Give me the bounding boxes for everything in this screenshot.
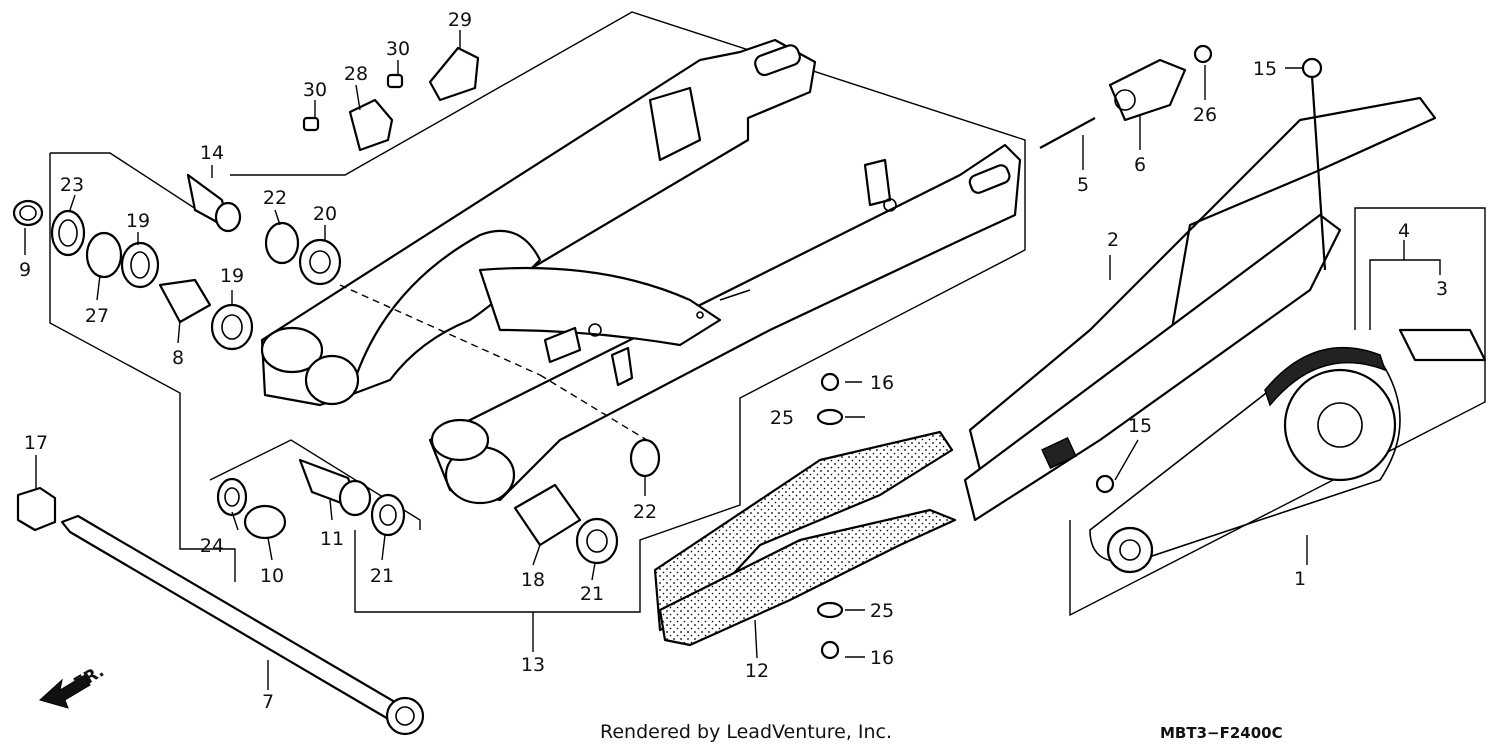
leader-lines	[24, 30, 1441, 690]
pivot-axle	[16, 486, 425, 736]
brackets	[302, 46, 480, 152]
callout-22-lower: 22	[633, 501, 657, 523]
callout-15-top: 15	[1253, 58, 1277, 80]
callout-2: 2	[1107, 229, 1119, 251]
arrow-icon	[38, 674, 91, 709]
chain-case	[963, 96, 1437, 522]
callout-14: 14	[200, 142, 224, 164]
callout-7: 7	[262, 691, 274, 713]
callout-30-right: 30	[386, 38, 410, 60]
diagram-code: MBT3−F2400C	[1160, 724, 1283, 742]
alignment-lines	[339, 284, 656, 446]
callout-22-top: 22	[263, 187, 287, 209]
sprocket-chain	[1089, 328, 1487, 574]
callout-11: 11	[320, 528, 344, 550]
chain-slider	[653, 430, 957, 647]
callout-19-right: 19	[220, 265, 244, 287]
callout-29: 29	[448, 9, 472, 31]
chain-adjuster	[1039, 44, 1213, 149]
callout-3: 3	[1436, 278, 1448, 300]
callout-26: 26	[1193, 104, 1217, 126]
group-boundaries	[49, 11, 1486, 617]
callout-18: 18	[521, 569, 545, 591]
pivot-parts	[12, 173, 342, 351]
callout-6: 6	[1134, 154, 1146, 176]
callout-20: 20	[313, 203, 337, 225]
callout-16-top: 16	[870, 372, 894, 394]
callout-13: 13	[521, 654, 545, 676]
callout-24: 24	[200, 535, 224, 557]
callout-9: 9	[19, 259, 31, 281]
part-labels: 1 2 3 4 5 6 7 8 9 10 11 12 13 14 15 15 1…	[19, 9, 1448, 713]
front-direction-indicator: FR.	[38, 661, 108, 709]
callout-4: 4	[1398, 220, 1410, 242]
callout-25-bottom: 25	[870, 600, 894, 622]
callout-5: 5	[1077, 174, 1089, 196]
callout-19-left: 19	[126, 210, 150, 232]
credit-text: Rendered by LeadVenture, Inc.	[600, 721, 892, 743]
callout-1: 1	[1294, 568, 1306, 590]
callout-30-left: 30	[303, 79, 327, 101]
callout-17: 17	[24, 432, 48, 454]
callout-25-top: 25	[770, 407, 794, 429]
callout-23: 23	[60, 174, 84, 196]
callout-15-lower: 15	[1128, 415, 1152, 437]
callout-28: 28	[344, 63, 368, 85]
lower-pivot-parts	[216, 438, 661, 565]
callout-16-bottom: 16	[870, 647, 894, 669]
callout-10: 10	[260, 565, 284, 587]
swingarm	[260, 38, 1022, 505]
callout-21-left: 21	[370, 565, 394, 587]
callout-27: 27	[85, 305, 109, 327]
callout-12: 12	[745, 660, 769, 682]
fasteners	[816, 57, 1327, 660]
callout-8: 8	[172, 347, 184, 369]
callout-21-right: 21	[580, 583, 604, 605]
